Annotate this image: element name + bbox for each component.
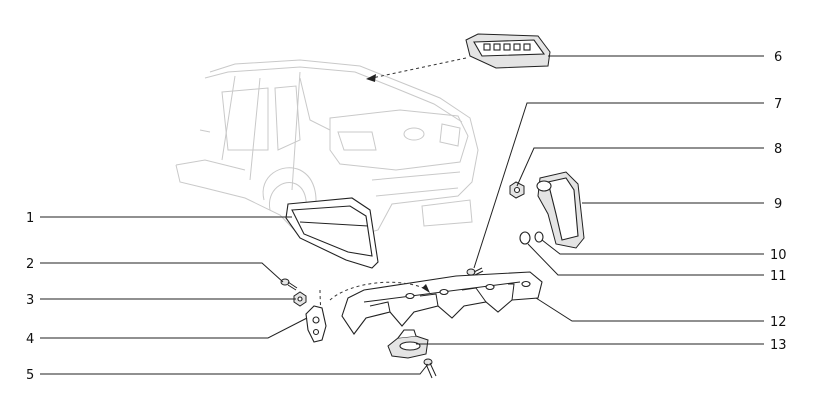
- arrowhead: [422, 284, 430, 293]
- leader-5: [40, 363, 429, 375]
- bracket-arrow: [329, 281, 429, 301]
- high-mount-stop-lamp: [465, 33, 551, 69]
- screw-2: [280, 278, 298, 291]
- leader-lines: [40, 55, 764, 375]
- callout-6: 6: [774, 50, 782, 65]
- lamp-mount-arrow: [371, 57, 467, 79]
- callout-1: 1: [26, 211, 34, 226]
- callout-8: 8: [774, 142, 782, 157]
- leader-4: [40, 317, 308, 339]
- screw-7: [466, 267, 484, 276]
- grommet: [519, 231, 531, 245]
- callout-5: 5: [26, 368, 34, 383]
- clip-nut: [293, 291, 307, 307]
- callout-11: 11: [770, 269, 787, 284]
- screw-5: [423, 358, 437, 379]
- callout-2: 2: [26, 257, 34, 272]
- leader-11: [527, 243, 764, 276]
- leader-12: [535, 297, 764, 322]
- callout-4: 4: [26, 332, 34, 347]
- nut: [509, 181, 525, 199]
- mounting-bracket: [305, 305, 327, 343]
- callout-13: 13: [770, 338, 787, 353]
- callout-12: 12: [770, 315, 787, 330]
- tail-lamp-lens: [285, 197, 379, 269]
- arrowhead: [366, 74, 376, 82]
- leader-2: [40, 262, 284, 283]
- callout-10: 10: [770, 248, 787, 263]
- callout-labels: 1 2 3 4 5 6 7 8 9 10 11 12 13: [26, 50, 787, 383]
- leader-8: [516, 147, 764, 187]
- rear-lamp-unit: [536, 171, 585, 249]
- leader-10: [541, 239, 764, 255]
- license-plate-lamp: [387, 329, 429, 359]
- washer: [534, 231, 544, 243]
- callout-3: 3: [26, 293, 34, 308]
- lamp-bracket-panel: [341, 271, 543, 335]
- leader-7: [473, 102, 764, 269]
- callout-7: 7: [774, 97, 782, 112]
- callout-9: 9: [774, 197, 782, 212]
